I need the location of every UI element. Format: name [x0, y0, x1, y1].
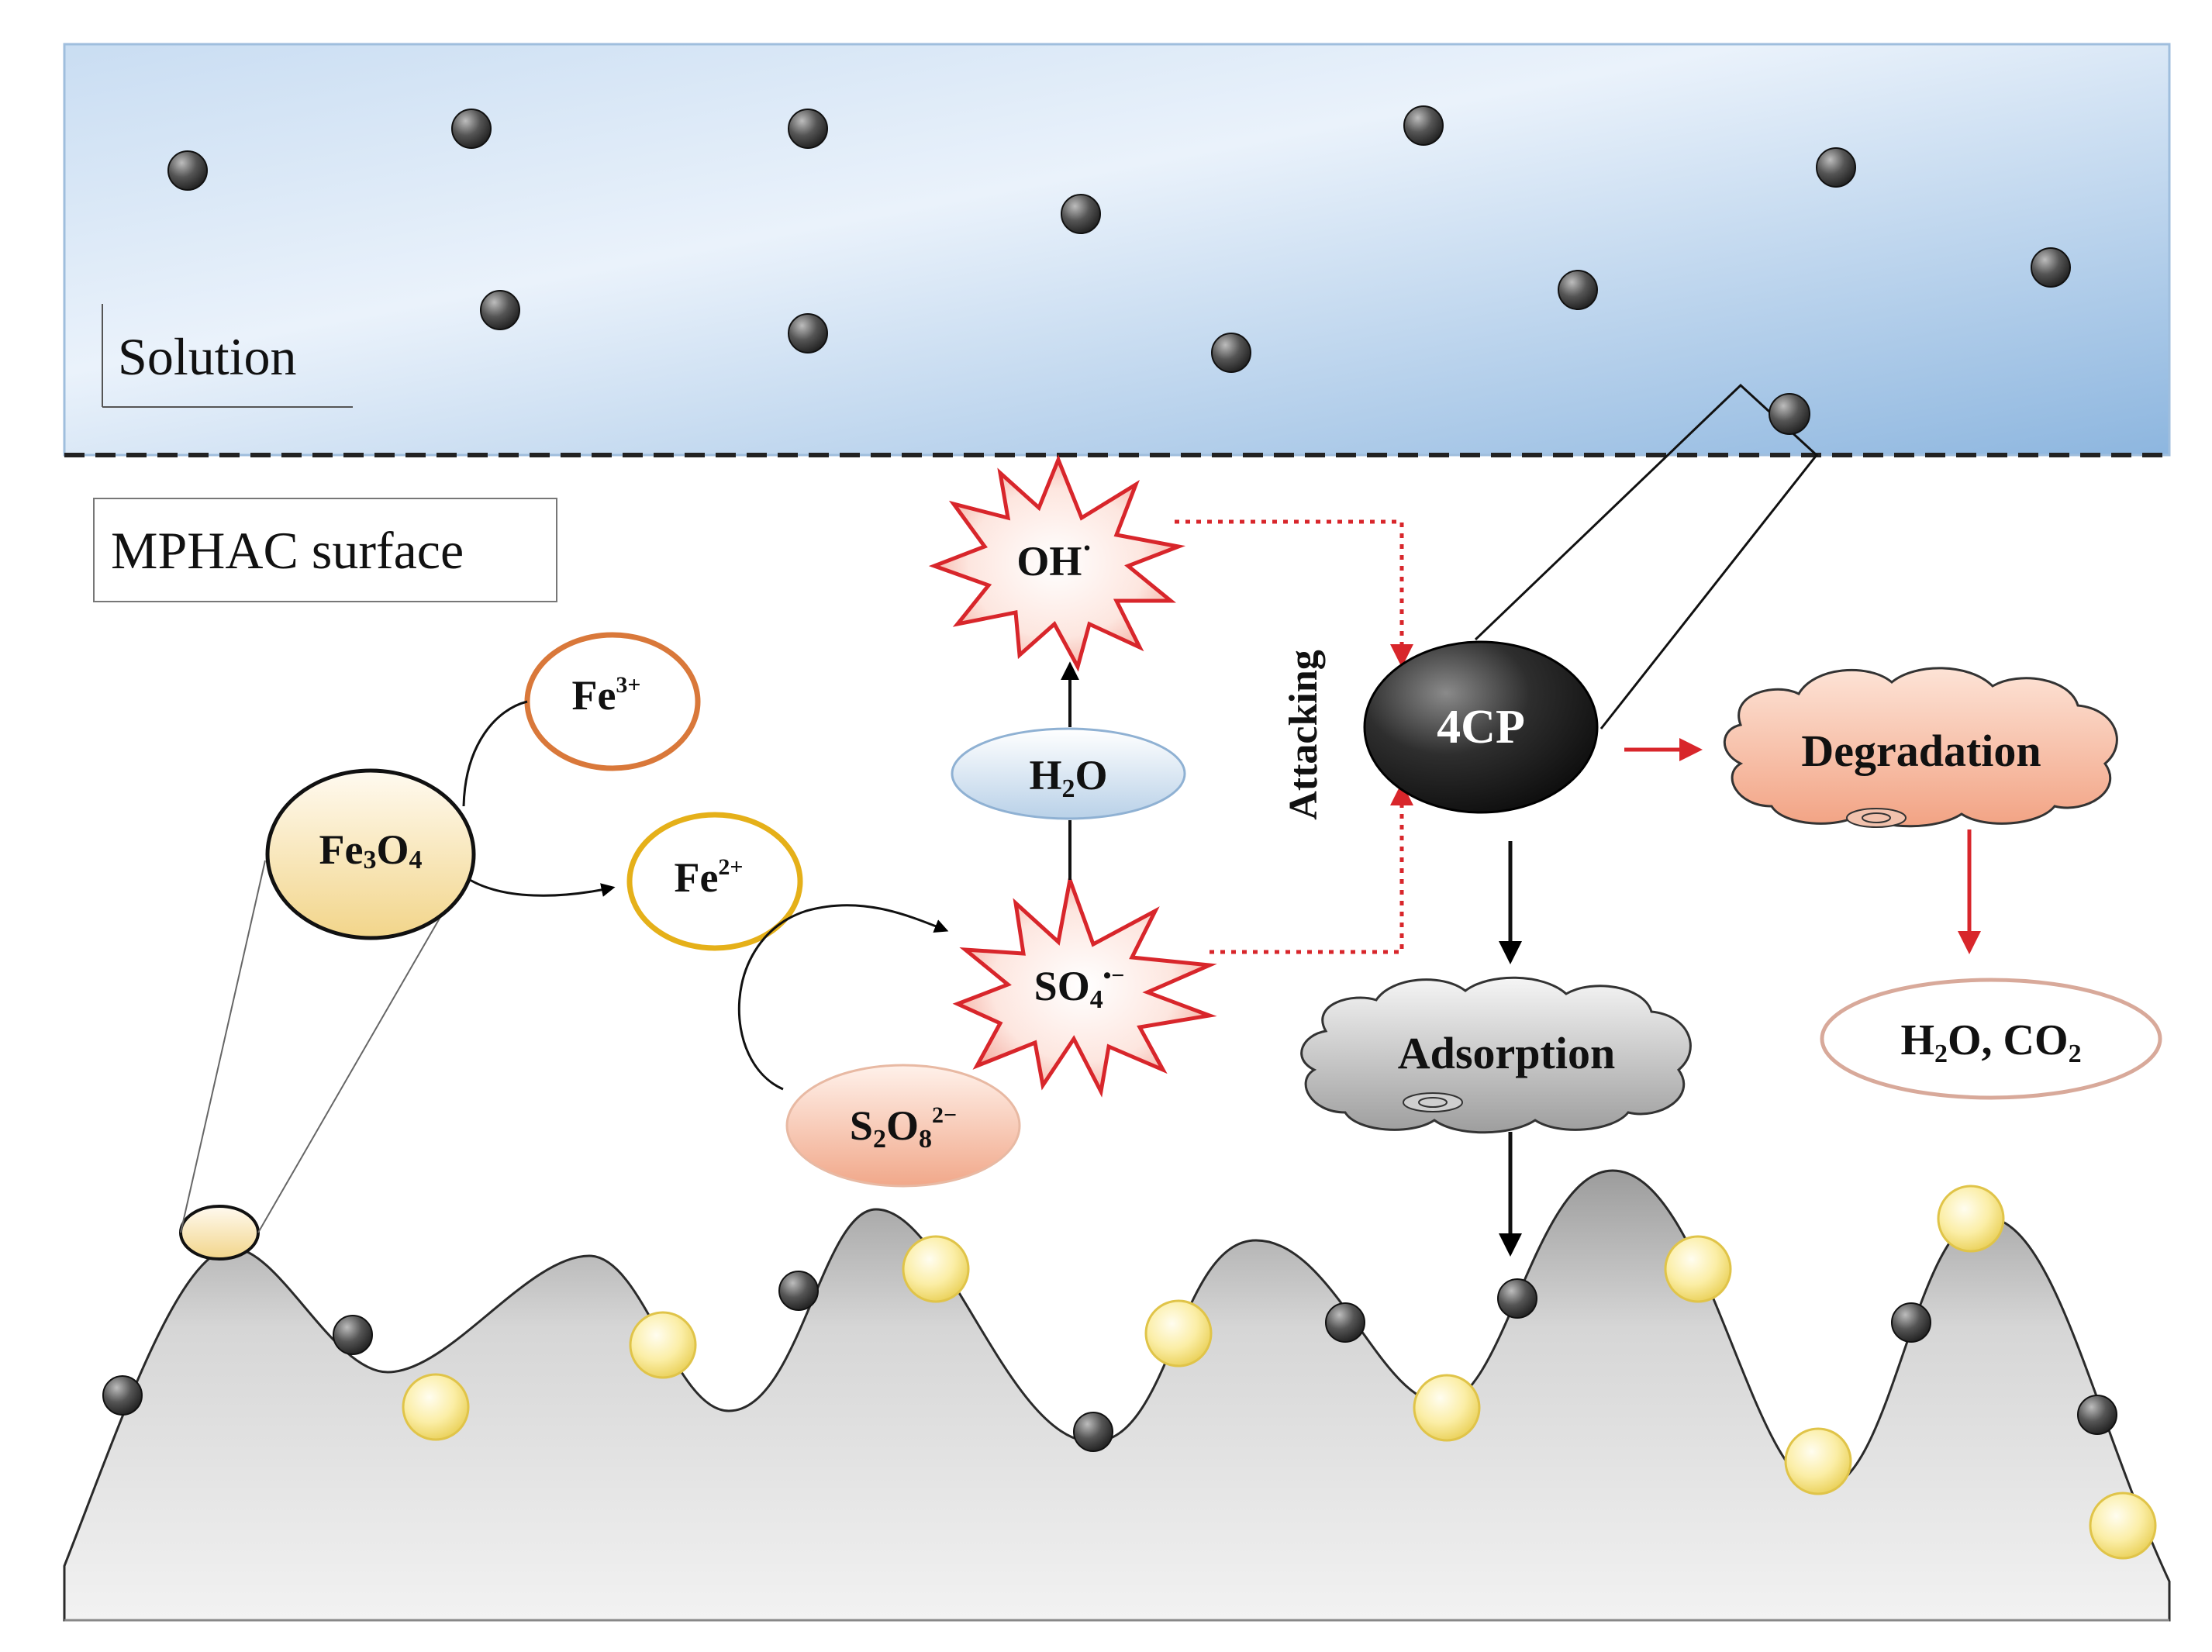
fe2-node: Fe2+ — [626, 812, 803, 951]
svg-text:S2O82−: S2O82− — [850, 1102, 957, 1154]
fe3o4-node: Fe3O4 — [265, 768, 476, 940]
fe3o4-site — [179, 1205, 260, 1261]
fe3o4-to-fe2-arrow — [469, 878, 616, 897]
surface-terrain — [63, 1169, 2171, 1622]
persulfate-node: S2O82− — [785, 1064, 1021, 1188]
svg-text:Degradation: Degradation — [1801, 726, 2041, 776]
svg-text:Fe3O4: Fe3O4 — [319, 826, 423, 874]
interface-pollutant — [1769, 393, 1810, 435]
pollutant-molecule — [788, 313, 828, 354]
zoom-line — [180, 860, 266, 1233]
surface-particles — [102, 1185, 2157, 1560]
fe-particle — [1413, 1374, 1481, 1442]
adsorbed-pollutant — [778, 1271, 819, 1311]
adsorbed-pollutant — [102, 1375, 143, 1416]
svg-text:H2O, CO2: H2O, CO2 — [1900, 1016, 2081, 1068]
fe-particle — [1664, 1235, 1732, 1303]
activation-arrow — [737, 904, 949, 1091]
pollutant-molecule — [1211, 333, 1251, 373]
solution-region — [63, 43, 2171, 457]
fe-particle — [2089, 1492, 2157, 1560]
hydroxyl-radical-node: OH· — [928, 454, 1186, 672]
svg-text:OH·: OH· — [1016, 530, 1092, 585]
solution-particles — [167, 105, 2071, 373]
adsorbed-pollutant — [333, 1315, 373, 1355]
fe-particle — [1144, 1299, 1213, 1367]
fe3o4-to-fe3-connector — [462, 700, 528, 807]
fe-particle — [402, 1373, 470, 1441]
svg-text:SO4•−: SO4•− — [1034, 963, 1125, 1014]
fe-particle — [629, 1311, 697, 1379]
adsorbed-pollutant — [2077, 1395, 2117, 1435]
pollutant-molecule — [1061, 194, 1101, 234]
surface-label: MPHAC surface — [93, 498, 557, 602]
pollutant-molecule — [451, 109, 492, 149]
svg-text:4CP: 4CP — [1437, 701, 1525, 754]
degradation-cloud: Degradation — [1723, 667, 2118, 828]
water-node: H2O — [951, 727, 1186, 820]
fe-particle — [1784, 1427, 1852, 1495]
pollutant-molecule — [788, 109, 828, 149]
svg-text:H2O: H2O — [1029, 752, 1107, 803]
pollutant-molecule — [480, 290, 520, 330]
pollutant-molecule — [1558, 270, 1598, 310]
sulfate-radical-node: SO4•− — [952, 872, 1217, 1098]
pollutant-molecule — [1816, 147, 1856, 188]
adsorbed-pollutant — [1073, 1412, 1113, 1452]
products-node: H2O, CO2 — [1820, 978, 2162, 1100]
attacking-label: Attacking — [1282, 650, 1326, 820]
adsorbed-pollutant — [1497, 1278, 1537, 1319]
pollutant-molecule — [1403, 105, 1444, 146]
pollutant-molecule — [167, 150, 208, 191]
solution-label: Solution — [102, 304, 353, 408]
svg-text:MPHAC surface: MPHAC surface — [111, 521, 464, 580]
adsorption-cloud: Adsorption — [1300, 976, 1692, 1134]
fe-particle — [902, 1235, 970, 1303]
oh-attack-path — [1175, 519, 1413, 667]
fe3-node: Fe3+ — [524, 632, 701, 771]
adsorbed-pollutant — [1891, 1302, 1931, 1343]
svg-text:Solution: Solution — [118, 327, 297, 386]
pollutant-molecule — [2031, 247, 2071, 288]
zoom-line — [257, 860, 474, 1233]
svg-text:Fe3+: Fe3+ — [571, 672, 640, 719]
4cp-node: 4CP — [1363, 640, 1599, 814]
svg-text:Adsorption: Adsorption — [1398, 1028, 1615, 1078]
fe-particle — [1937, 1185, 2005, 1253]
adsorbed-pollutant — [1325, 1302, 1365, 1343]
svg-text:Fe2+: Fe2+ — [674, 854, 743, 901]
